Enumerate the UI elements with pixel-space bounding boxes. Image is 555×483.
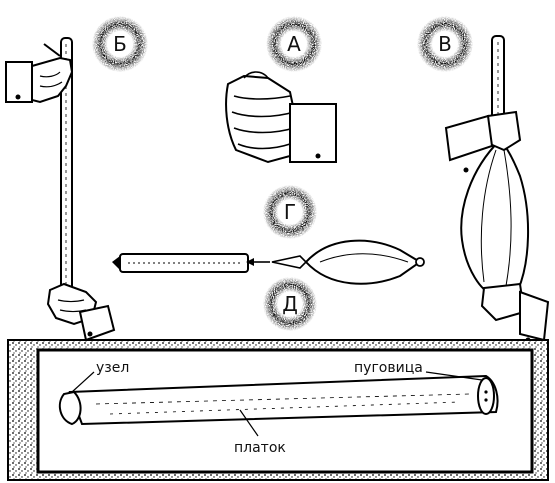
button-g [415,257,425,267]
handkerchief-v [460,138,530,296]
detail-button [477,377,495,415]
halo-b [92,16,148,72]
label-a: А [287,32,301,56]
label-g: Г [284,200,296,224]
cuff-top-v [444,114,494,162]
halo-d [263,277,317,331]
panel-v-draped-handkerchief [444,35,550,343]
handkerchief-g [304,239,422,285]
cuff-bottom-b [78,304,116,342]
label-halos [92,16,473,331]
halo-v [417,16,473,72]
detail-tube [68,374,499,426]
hand-top-v [486,110,522,152]
panel-b-wand-held [5,37,116,342]
label-v: В [438,32,452,56]
panel-g-tube-and-handkerchief [112,239,425,285]
cuff-a [289,103,337,163]
hand-bottom-v [480,282,526,322]
callout-knot: узел [96,360,129,376]
callout-button: пуговица [354,360,423,376]
label-b: Б [113,32,127,56]
hand-top-b [31,56,74,104]
detail-knot [58,390,82,426]
detail-panel [7,339,549,481]
halo-a [266,16,322,72]
panel-a-hand-grip [225,71,337,164]
knot-g [271,255,308,269]
halo-g [263,185,317,239]
label-d: Д [282,292,298,316]
cuff-bottom-v [519,290,550,342]
callout-handkerchief: платок [234,440,286,456]
